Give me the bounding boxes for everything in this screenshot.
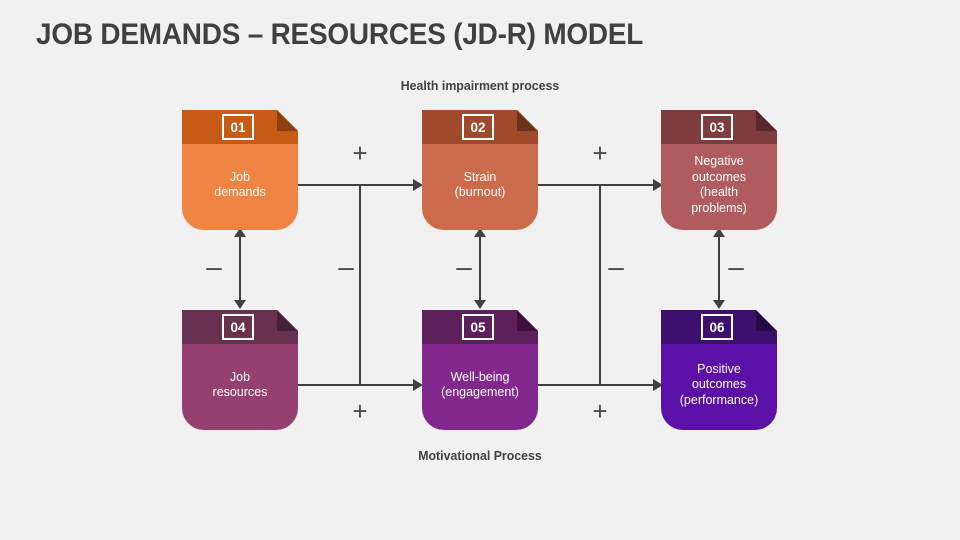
card-number-badge: 05 <box>462 314 494 340</box>
bidir-arrow-line-02-05 <box>479 234 481 302</box>
folded-corner-icon <box>277 310 298 331</box>
arrow-line-02-to-03 <box>538 184 653 186</box>
card-label: Job resources <box>212 369 268 400</box>
bidir-arrow-line-01-04 <box>239 234 241 302</box>
card-body: Negative outcomes (health problems) <box>661 144 777 230</box>
arrow-head-05-to-06 <box>653 379 663 391</box>
card-number-badge: 03 <box>701 114 733 140</box>
card-positive-outcomes[interactable]: 06 Positive outcomes (performance) <box>661 310 777 430</box>
card-job-resources[interactable]: 04 Job resources <box>182 310 298 430</box>
arrow-head-01-to-02 <box>413 179 423 191</box>
plus-sign-top-right: + <box>592 138 608 168</box>
card-label: Positive outcomes (performance) <box>679 361 759 407</box>
card-negative-outcomes[interactable]: 03 Negative outcomes (health problems) <box>661 110 777 230</box>
bidir-arrow-head-down-03-06 <box>713 300 725 309</box>
card-body: Job demands <box>182 144 298 230</box>
caption-health-impairment-process: Health impairment process <box>400 78 560 93</box>
card-number-badge: 04 <box>222 314 254 340</box>
minus-sign-connector-right: – <box>608 251 624 282</box>
card-body: Strain (burnout) <box>422 144 538 230</box>
bidir-arrow-head-up-03-06 <box>713 228 725 237</box>
folded-corner-icon <box>517 110 538 131</box>
folded-corner-icon <box>756 310 777 331</box>
arrow-line-04-to-05 <box>298 384 413 386</box>
folded-corner-icon <box>756 110 777 131</box>
folded-corner-icon <box>277 110 298 131</box>
minus-sign-connector-left: – <box>338 251 354 282</box>
card-number-badge: 02 <box>462 114 494 140</box>
card-label: Negative outcomes (health problems) <box>691 154 747 215</box>
page-title: JOB DEMANDS – RESOURCES (JD-R) MODEL <box>36 18 644 51</box>
bidir-arrow-line-03-06 <box>718 234 720 302</box>
minus-sign-column-1: – <box>206 251 222 282</box>
bidir-arrow-head-up-02-05 <box>474 228 486 237</box>
card-body: Well-being (engagement) <box>422 344 538 430</box>
arrow-line-01-to-02 <box>298 184 413 186</box>
card-body: Job resources <box>182 344 298 430</box>
card-label: Strain (burnout) <box>454 169 506 200</box>
card-label: Job demands <box>214 169 266 200</box>
bidir-arrow-head-down-02-05 <box>474 300 486 309</box>
minus-sign-column-3: – <box>728 251 744 282</box>
caption-motivational-process: Motivational Process <box>418 448 542 463</box>
card-job-demands[interactable]: 01 Job demands <box>182 110 298 230</box>
arrow-line-05-to-06 <box>538 384 653 386</box>
arrow-head-04-to-05 <box>413 379 423 391</box>
cross-connector-line-left <box>359 185 361 385</box>
folded-corner-icon <box>517 310 538 331</box>
bidir-arrow-head-down-01-04 <box>234 300 246 309</box>
plus-sign-bottom-right: + <box>592 396 608 426</box>
card-label: Well-being (engagement) <box>441 369 519 400</box>
arrow-head-02-to-03 <box>653 179 663 191</box>
card-well-being-engagement[interactable]: 05 Well-being (engagement) <box>422 310 538 430</box>
card-number-badge: 06 <box>701 314 733 340</box>
card-body: Positive outcomes (performance) <box>661 344 777 430</box>
card-number-badge: 01 <box>222 114 254 140</box>
plus-sign-top-left: + <box>352 138 368 168</box>
card-strain-burnout[interactable]: 02 Strain (burnout) <box>422 110 538 230</box>
bidir-arrow-head-up-01-04 <box>234 228 246 237</box>
plus-sign-bottom-left: + <box>352 396 368 426</box>
cross-connector-line-right <box>599 185 601 385</box>
minus-sign-column-2: – <box>456 251 472 282</box>
